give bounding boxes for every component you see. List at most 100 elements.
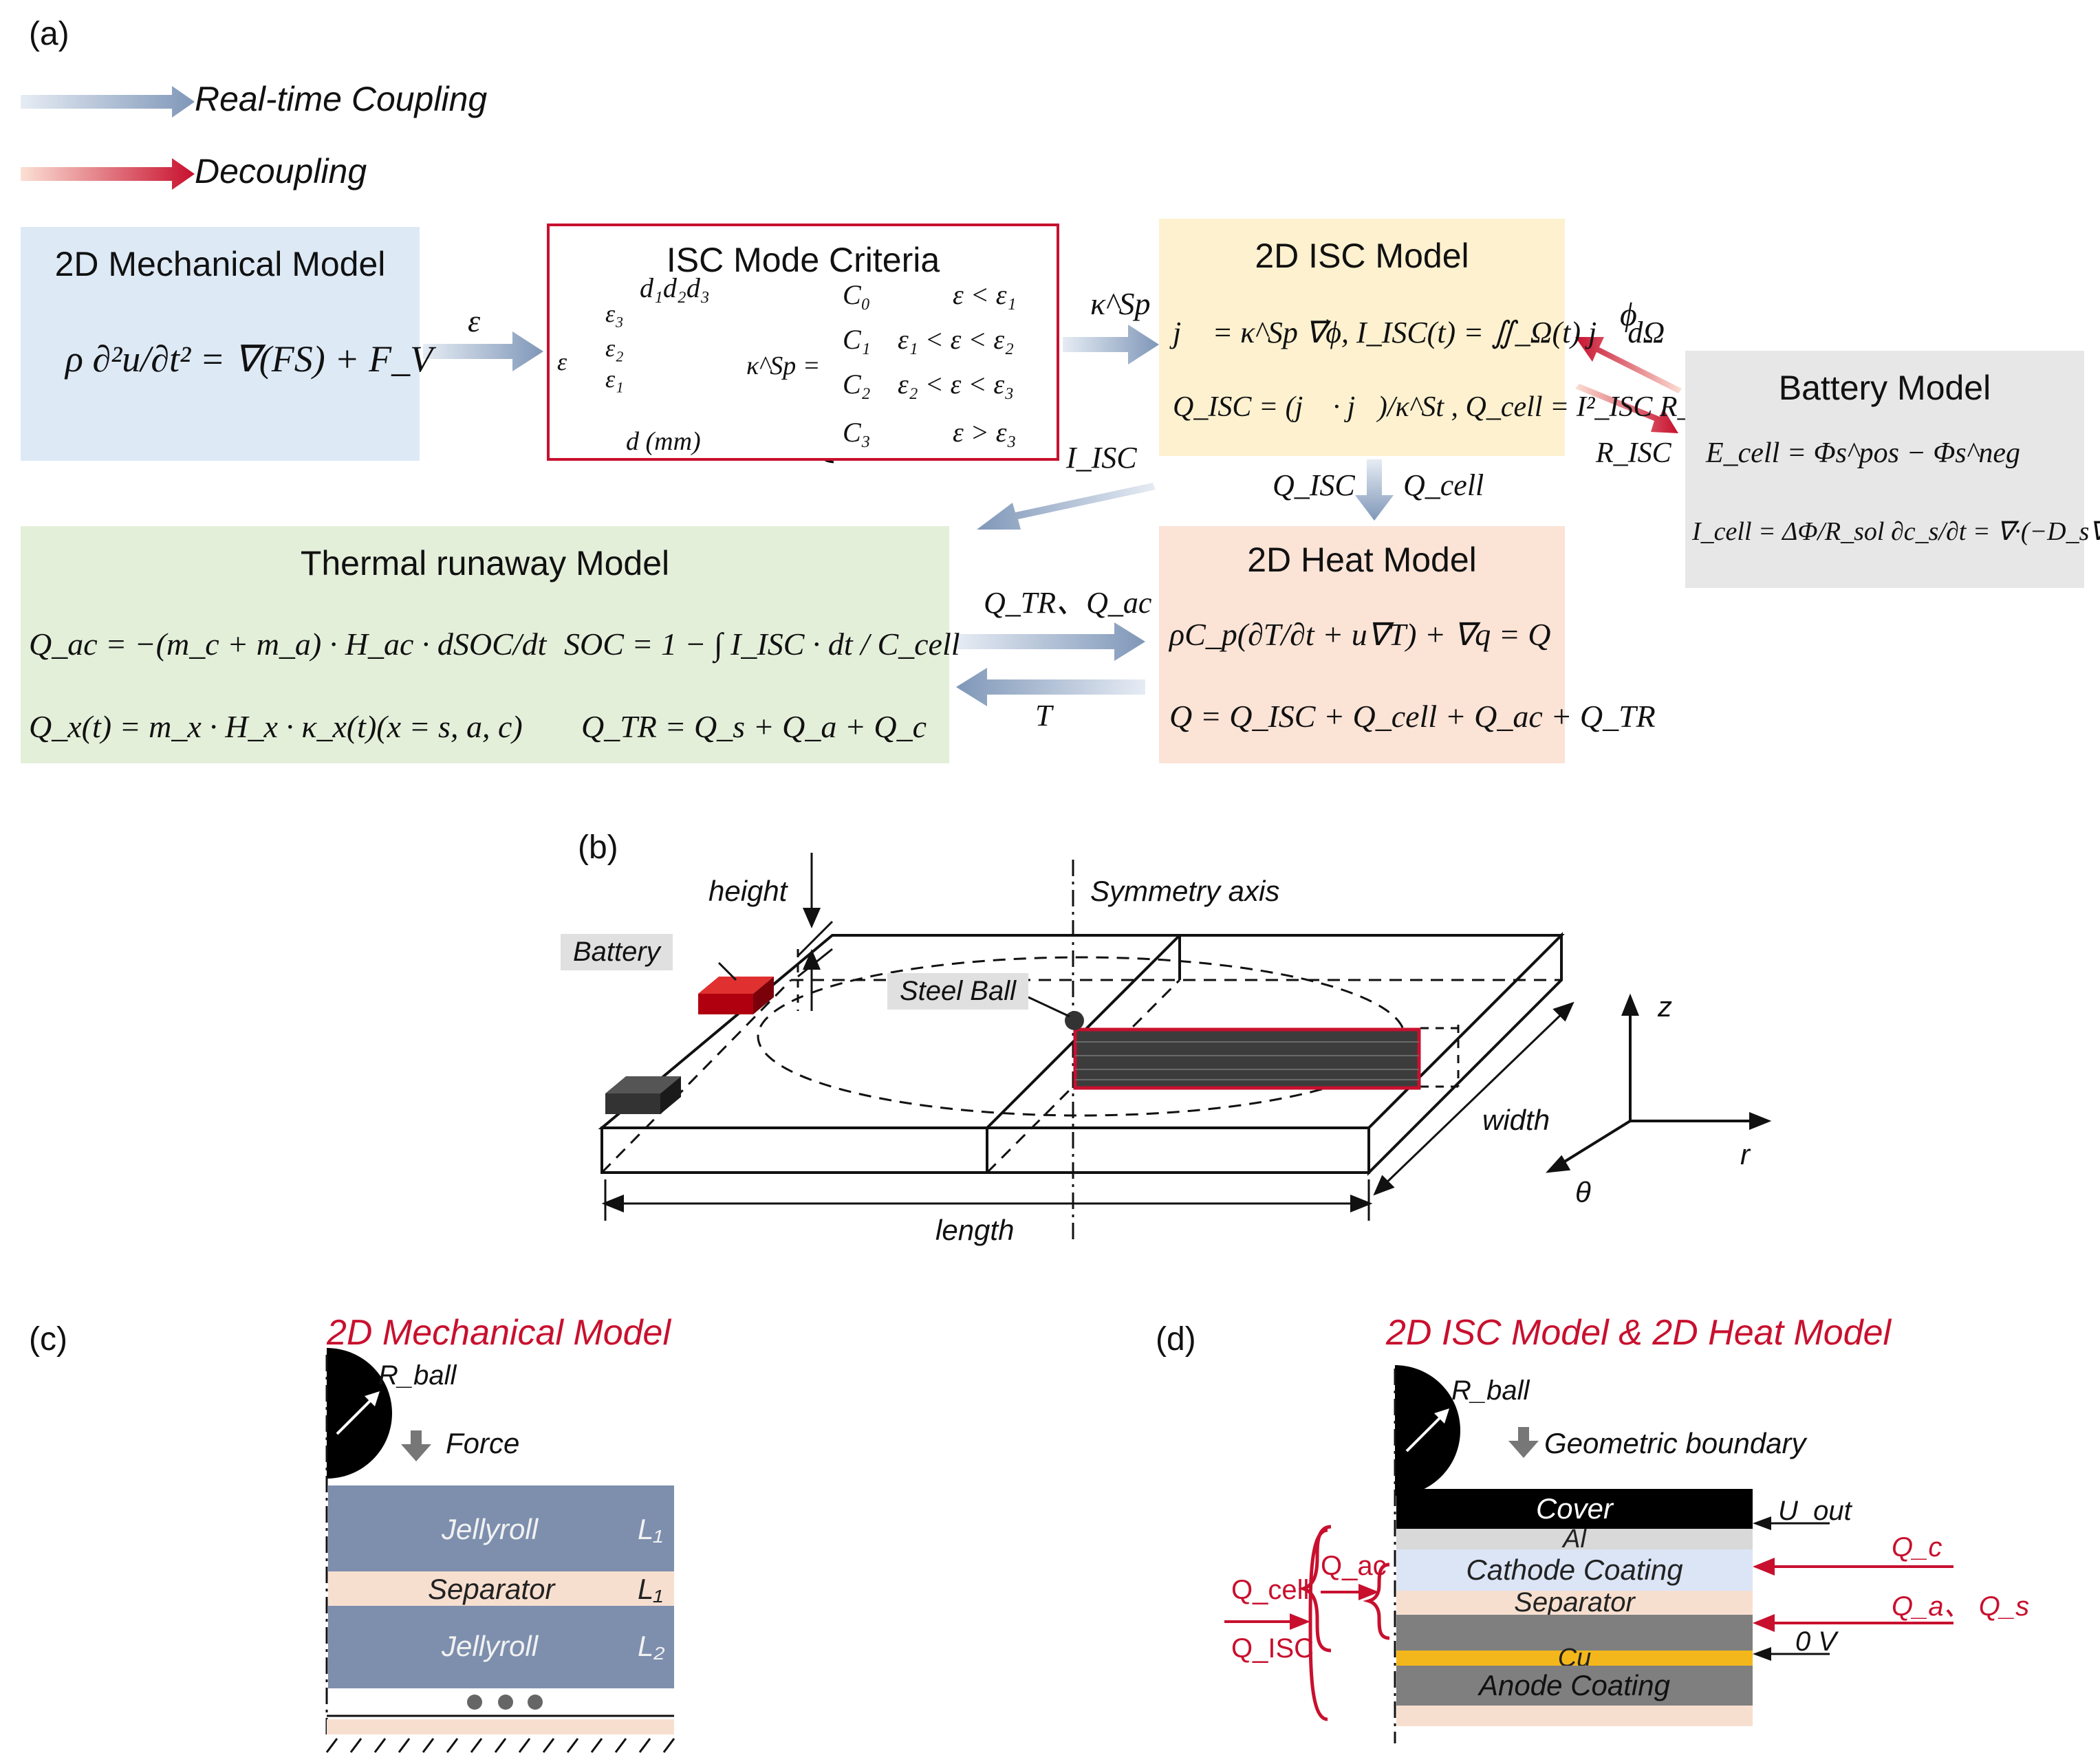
criteria-cond1: ε₁ < ε < ε₂ — [898, 324, 1015, 355]
battery-equation-1: E_cell = Φs^pos − Φs^neg — [1706, 437, 2021, 469]
criteria-y-axis: ε — [557, 348, 567, 375]
q-ac-label: Q_ac — [1321, 1551, 1387, 1581]
phi-arrow — [1575, 337, 1682, 393]
battery-callout: Battery — [561, 934, 673, 970]
criteria-x-axis: d (mm) — [626, 427, 701, 456]
isc-equation-2: Q_ISC = (j⃗ · j⃗)/κ^St , Q_cell = I²_ISC… — [1173, 391, 1734, 423]
epsilon-arrow — [423, 331, 543, 371]
criteria-c0: C₀ — [843, 279, 871, 310]
panel-label-a: (a) — [29, 16, 69, 52]
panel-c-separator-label: Separator — [428, 1573, 555, 1605]
panel-d-rball: R_ball — [1451, 1375, 1530, 1406]
panel-c-jellyroll-2-label: Jellyroll — [442, 1630, 539, 1662]
coupling-legend-arrow — [21, 86, 195, 118]
phi-label: ϕ — [1620, 296, 1637, 333]
panel-d-title: 2D ISC Model & 2D Heat Model — [1386, 1313, 1892, 1353]
panel-c-jellyroll-1-tag: L₁ — [638, 1513, 663, 1545]
t-arrow-label: T — [1035, 699, 1052, 732]
cross-section-lines — [1075, 1041, 1419, 1080]
zero-v-label: 0 V — [1795, 1626, 1837, 1657]
epsilon-label: ε — [468, 303, 481, 338]
steel-ball — [1065, 1011, 1084, 1030]
length-label: length — [935, 1214, 1015, 1246]
thermal-runaway-box: Thermal runaway Model Q_ac = −(m_c + m_a… — [21, 526, 960, 763]
criteria-kappa: κ^Sp = — [746, 351, 821, 380]
panel-c-jellyroll-2: Jellyroll L₂ — [328, 1606, 674, 1688]
criteria-d-labels: d₁d₂d₃ — [640, 272, 710, 303]
heat-equation-2: Q = Q_ISC + Q_cell + Q_ac + Q_TR — [1169, 699, 1656, 734]
panel-c-title: 2D Mechanical Model — [327, 1313, 671, 1353]
kappa-arrow — [1063, 325, 1159, 364]
panel-c-drawing — [325, 1348, 675, 1753]
heat-model-box: 2D Heat Model ρC_p(∂T/∂t + u∇T) + ∇q = Q… — [1159, 526, 1656, 763]
thermal-runaway-title: Thermal runaway Model — [300, 544, 670, 582]
i-isc-arrow — [977, 483, 1156, 530]
heat-model-title: 2D Heat Model — [1247, 541, 1477, 579]
thermal-equation-3: Q_x(t) = m_x · H_x · κ_x(t)(x = s, a, c) — [29, 709, 523, 744]
steel-ball-callout: Steel Ball — [887, 973, 1028, 1010]
height-label: height — [708, 875, 788, 907]
q-cell-label: Q_cell — [1231, 1575, 1310, 1605]
criteria-c3: C₃ — [843, 417, 871, 448]
battery-icon-dark — [605, 1076, 681, 1114]
layer-separator: Separator — [1396, 1589, 1753, 1616]
layer-gray-1 — [1396, 1615, 1753, 1651]
criteria-cond2: ε₂ < ε < ε₃ — [898, 369, 1015, 400]
thermal-equation-2: SOC = 1 − ∫ I_ISC · dt / C_cell — [564, 627, 960, 662]
battery-equation-2: I_cell = ΔΦ/R_sol ∂c_s/∂t = ∇·(−D_s∇c_s) — [1692, 517, 2100, 546]
thermal-equation-1: Q_ac = −(m_c + m_a) · H_ac · dSOC/dt — [29, 627, 547, 662]
criteria-eps3: ε₃ — [605, 300, 624, 327]
t-arrow — [956, 668, 1145, 706]
symmetry-axis-label: Symmetry axis — [1090, 875, 1280, 907]
q-cell-arrow-label: Q_cell — [1403, 468, 1484, 502]
panel-c-force: Force — [446, 1427, 520, 1459]
criteria-cond3: ε > ε₃ — [953, 417, 1017, 448]
layer-bottom — [1396, 1706, 1753, 1726]
i-isc-arrow-label: I_ISC — [1066, 441, 1137, 475]
layer-cathode: Cathode Coating — [1396, 1549, 1753, 1591]
legend-decoupling: Decoupling — [195, 152, 367, 190]
u-out-label: U_out — [1778, 1496, 1852, 1526]
criteria-eps1: ε₁ — [605, 365, 624, 393]
decoupling-legend-arrow — [21, 158, 195, 190]
battery-model-box: Battery Model E_cell = Φs^pos − Φs^neg I… — [1685, 351, 2100, 588]
r-axis-label: r — [1740, 1138, 1750, 1170]
battery-model-title: Battery Model — [1778, 369, 1991, 407]
panel-c-jellyroll-1: Jellyroll L₁ — [328, 1485, 674, 1571]
heat-equation-1: ρC_p(∂T/∂t + u∇T) + ∇q = Q — [1169, 617, 1551, 652]
layer-cu: Cu — [1396, 1645, 1753, 1671]
isc-equation-1: j⃗ = κ^Sp ∇⃗ϕ, I_ISC(t) = ∬_Ω(t) j⃗ dΩ — [1173, 316, 1665, 349]
layer-al: Al — [1396, 1526, 1753, 1552]
cross-section — [1073, 1027, 1421, 1090]
q-tr-arrow — [956, 622, 1145, 661]
criteria-eps2: ε₂ — [605, 334, 624, 362]
q-isc-arrow-label: Q_ISC — [1273, 468, 1355, 502]
q-down-arrow — [1355, 459, 1394, 521]
q-as-label: Q_a、 Q_s — [1892, 1591, 2030, 1622]
q-isc-label: Q_ISC — [1231, 1633, 1314, 1664]
mechanical-model-box: 2D Mechanical Model ρ ∂²u/∂t² = ∇(FS) + … — [21, 227, 433, 461]
criteria-cond0: ε < ε₁ — [953, 279, 1017, 310]
isc-model-box: 2D ISC Model j⃗ = κ^Sp ∇⃗ϕ, I_ISC(t) = ∬… — [1159, 219, 1733, 456]
legend-coupling: Real-time Coupling — [195, 80, 488, 118]
mechanical-model-title: 2D Mechanical Model — [54, 245, 386, 283]
isc-criteria-title: ISC Mode Criteria — [666, 241, 940, 279]
coordinate-axes — [1546, 993, 1772, 1173]
panel-c-jellyroll-1-label: Jellyroll — [442, 1513, 539, 1545]
panel-label-b: (b) — [578, 829, 618, 866]
theta-axis-label: θ — [1575, 1176, 1591, 1208]
panel-label-d: (d) — [1156, 1321, 1196, 1358]
thermal-equation-4: Q_TR = Q_s + Q_a + Q_c — [581, 709, 927, 744]
kappa-arrow-label: κ^Sp — [1090, 286, 1151, 321]
layer-anode: Anode Coating — [1396, 1666, 1753, 1706]
mechanical-equation: ρ ∂²u/∂t² = ∇(FS) + F_V — [65, 338, 433, 380]
criteria-c2: C₂ — [843, 369, 871, 400]
panel-c-separator-tag: L₁ — [638, 1573, 663, 1605]
panel-c-rball: R_ball — [378, 1360, 457, 1391]
battery-icon-red — [698, 977, 774, 1014]
r-isc-arrow — [1575, 384, 1678, 433]
q-tr-arrow-label: Q_TR、Q_ac — [984, 586, 1152, 620]
panel-c-jellyroll-2-tag: L₂ — [638, 1630, 665, 1662]
panel-c-separator: Separator L₁ — [328, 1571, 674, 1606]
